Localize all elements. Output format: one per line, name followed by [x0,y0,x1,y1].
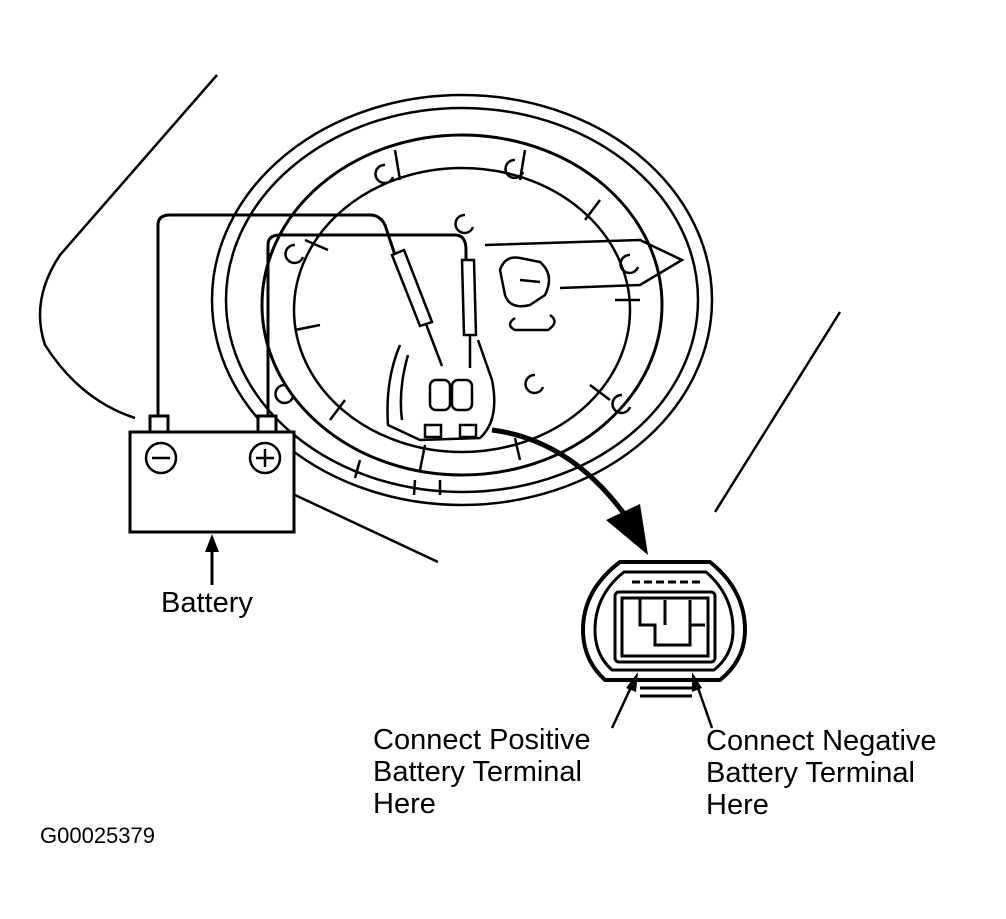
fuel-pump-assembly [210,93,714,507]
positive-pointer-arrow [610,672,638,729]
negative-callout: Connect Negative Battery Terminal Here [706,725,937,821]
battery-pointer-arrow [205,534,219,585]
positive-callout: Connect Positive Battery Terminal Here [373,724,591,820]
pump-connector [386,339,496,442]
test-probes [390,248,478,368]
zoom-arrow [491,427,648,555]
connector-detail [580,560,748,698]
negative-callout-line-1: Connect Negative [706,725,937,757]
positive-callout-line-1: Connect Positive [373,724,591,756]
positive-terminal-symbol [248,441,282,475]
fuel-line-fitting [484,238,685,332]
negative-callout-line-3: Here [706,789,769,821]
battery-label: Battery [161,587,253,619]
figure-id: G00025379 [40,823,155,848]
battery [128,414,296,534]
negative-callout-line-2: Battery Terminal [706,757,915,789]
negative-pointer-arrow [692,672,714,729]
positive-callout-line-3: Here [373,788,436,820]
tank-outline [38,74,842,564]
negative-terminal-symbol [144,441,178,475]
jumper-wires [156,213,468,418]
positive-callout-line-2: Battery Terminal [373,756,582,788]
